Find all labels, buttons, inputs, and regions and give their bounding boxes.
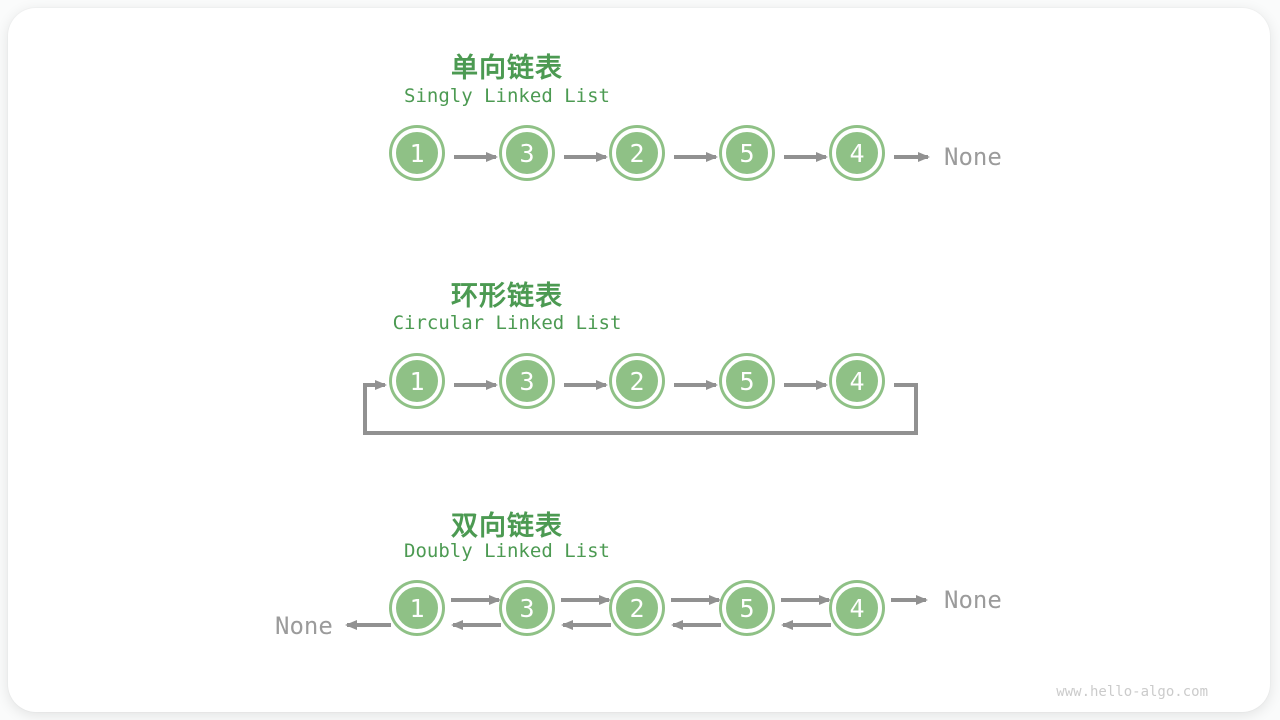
doubly-title-zh: 双向链表	[451, 511, 563, 542]
list-node: 4	[832, 356, 882, 406]
watermark-url: www.hello-algo.com	[1056, 684, 1208, 700]
list-node: 1	[392, 128, 442, 178]
list-node: 2	[612, 356, 662, 406]
doubly-tail-none-label: None	[944, 586, 1002, 614]
list-node: 2	[612, 583, 662, 633]
list-node: 3	[502, 583, 552, 633]
list-node: 5	[722, 128, 772, 178]
circular-title-en: Circular Linked List	[392, 312, 622, 334]
doubly-title-en: Doubly Linked List	[404, 540, 610, 562]
list-node: 5	[722, 583, 772, 633]
circular-title-zh: 环形链表	[451, 281, 563, 312]
list-node: 2	[612, 128, 662, 178]
list-node: 1	[392, 356, 442, 406]
list-node: 4	[832, 128, 882, 178]
singly-title-zh: 单向链表	[451, 53, 563, 84]
list-node: 4	[832, 583, 882, 633]
singly-tail-none-label: None	[944, 143, 1002, 171]
list-node: 5	[722, 356, 772, 406]
list-node: 3	[502, 356, 552, 406]
list-node: 3	[502, 128, 552, 178]
list-node: 1	[392, 583, 442, 633]
doubly-head-none-label: None	[275, 612, 333, 640]
singly-title-en: Singly Linked List	[404, 85, 610, 107]
